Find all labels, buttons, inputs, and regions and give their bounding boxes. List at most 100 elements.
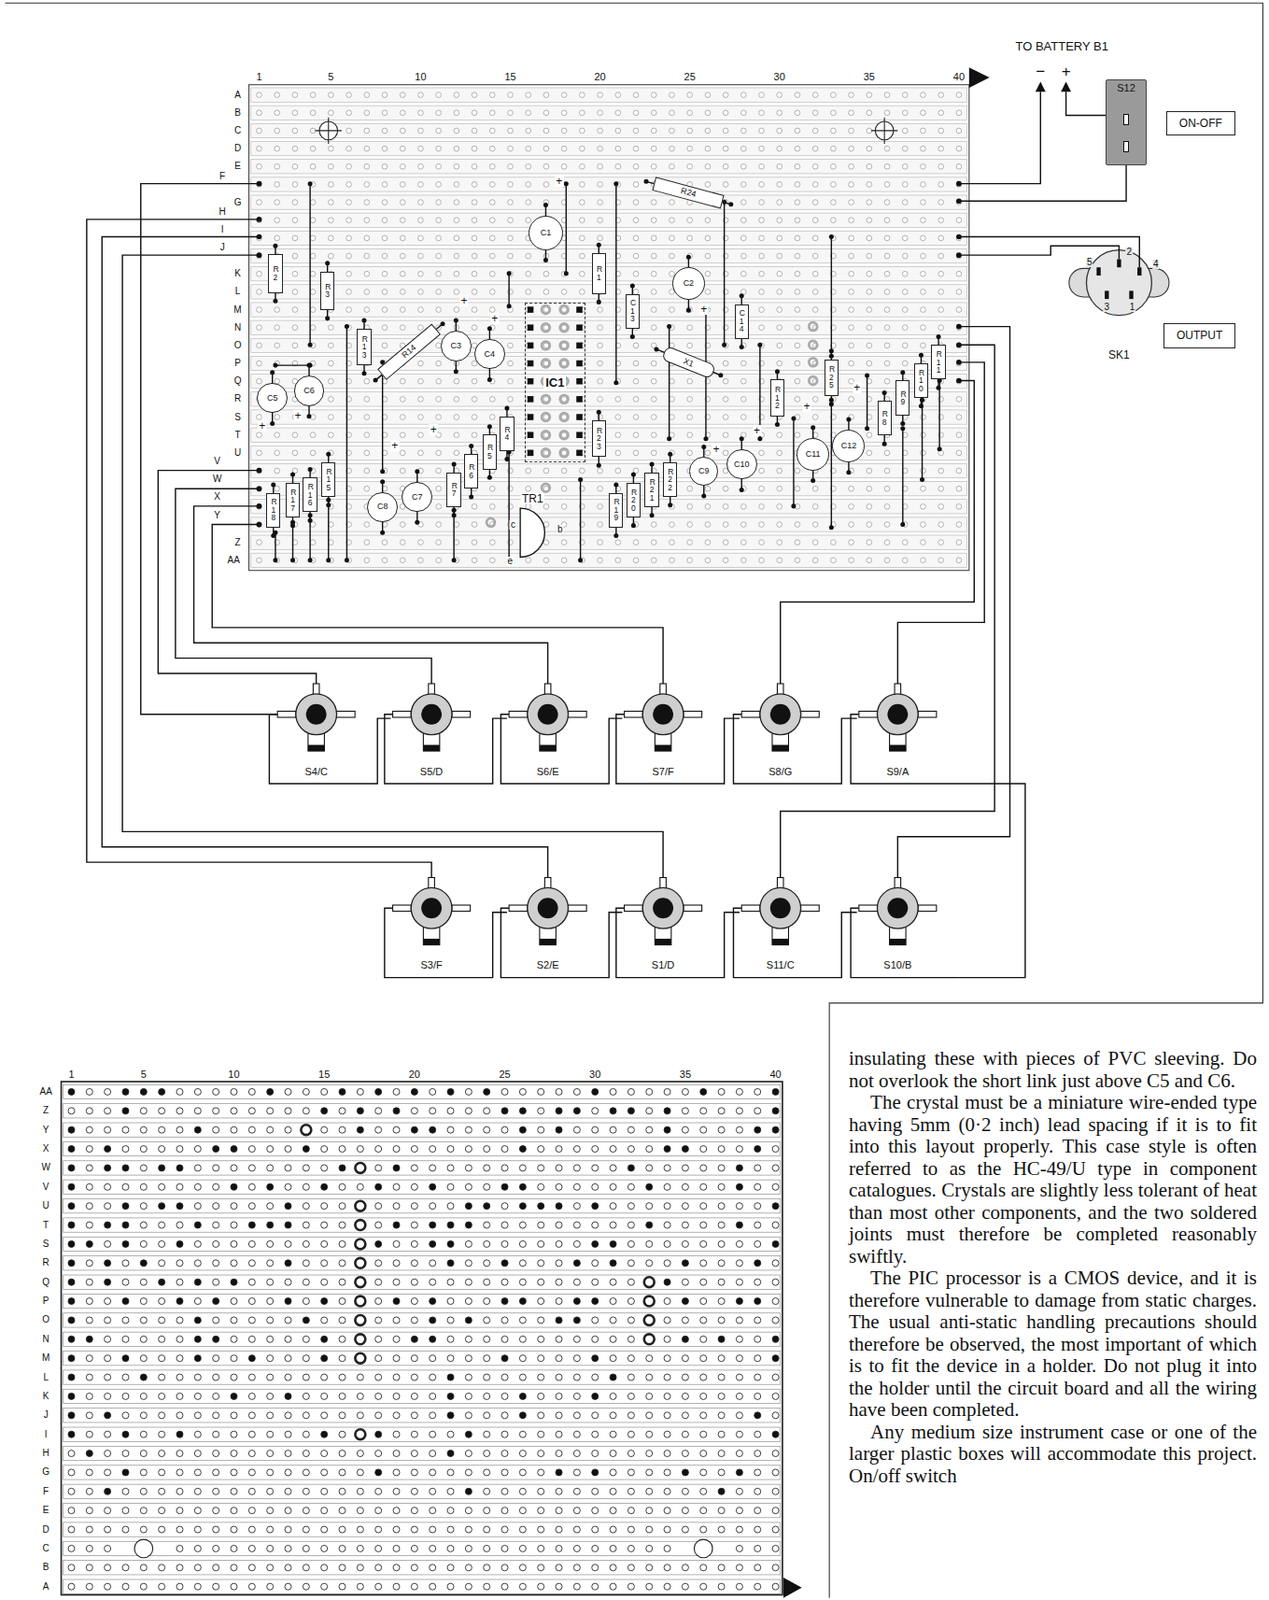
board-hole xyxy=(230,1183,238,1190)
board-hole xyxy=(754,1240,762,1247)
board-hole xyxy=(663,1202,671,1210)
solder-dot xyxy=(290,557,296,563)
board-hole xyxy=(453,270,460,277)
board-hole xyxy=(338,1145,346,1153)
board-hole xyxy=(597,127,604,134)
board-hole xyxy=(938,324,945,331)
board-hole xyxy=(772,1202,779,1210)
copper-strip xyxy=(63,1408,781,1423)
socket-pin xyxy=(1116,259,1121,268)
solder-dot xyxy=(325,502,331,508)
board-hole xyxy=(68,1240,75,1247)
board-hole xyxy=(735,1278,743,1285)
board-hole xyxy=(573,1183,580,1190)
board-hole xyxy=(274,467,281,474)
board-hole xyxy=(794,360,801,367)
solder-dot xyxy=(613,380,619,385)
board-hole xyxy=(831,557,837,564)
board-hole xyxy=(453,253,460,259)
board-hole xyxy=(256,145,263,152)
board-hole xyxy=(561,414,567,421)
ic-pin xyxy=(527,450,535,457)
switch-tag xyxy=(801,710,820,718)
copper-strip xyxy=(251,463,968,478)
board-hole xyxy=(794,539,801,546)
board-hole xyxy=(399,432,406,438)
board-hole xyxy=(346,289,353,296)
copper-strip xyxy=(63,1179,781,1194)
board-hole xyxy=(772,1087,779,1095)
board-hole xyxy=(573,1259,580,1267)
solder-dot xyxy=(703,436,708,441)
board-hole xyxy=(176,1087,184,1095)
board-hole xyxy=(375,1164,382,1171)
board-hole xyxy=(884,539,890,546)
board-hole xyxy=(122,1240,129,1247)
board-hole xyxy=(938,307,945,313)
solder-dot xyxy=(956,359,962,366)
board-hole xyxy=(555,1126,563,1133)
wire-link xyxy=(375,324,443,381)
board-hole xyxy=(831,199,837,206)
board-hole xyxy=(429,1087,437,1095)
board-hole xyxy=(381,199,388,206)
arrow-head xyxy=(1060,81,1072,92)
board-hole xyxy=(663,1240,671,1247)
board-hole xyxy=(381,110,388,116)
board-hole xyxy=(754,1183,762,1190)
board-hole xyxy=(866,521,873,528)
board-hole xyxy=(140,1202,147,1210)
board-hole xyxy=(140,1183,147,1190)
board-hole xyxy=(609,1164,617,1171)
board-hole xyxy=(447,1107,454,1114)
copper-strip xyxy=(251,302,968,317)
solder-dot xyxy=(487,475,493,480)
board-hole xyxy=(364,127,370,134)
board-hole xyxy=(267,1126,274,1133)
switch-tag xyxy=(393,904,412,912)
board-hole xyxy=(501,1107,508,1114)
board-hole xyxy=(302,1183,310,1190)
board-hole xyxy=(489,503,495,509)
board-hole xyxy=(507,396,514,403)
board-hole xyxy=(794,92,801,99)
board-hole xyxy=(176,1126,184,1133)
board-hole xyxy=(489,307,495,313)
board-hole xyxy=(356,1107,364,1114)
board-hole xyxy=(597,503,604,509)
board-hole xyxy=(718,1107,725,1114)
board-hole xyxy=(194,1145,201,1153)
board-hole xyxy=(633,360,639,367)
hookup-wires xyxy=(86,91,1140,877)
board-hole xyxy=(687,396,693,403)
board-hole xyxy=(381,145,388,152)
board-hole xyxy=(436,145,442,152)
board-hole xyxy=(302,1145,310,1153)
board-hole xyxy=(615,467,621,474)
board-hole xyxy=(754,1087,762,1095)
socket-ring xyxy=(560,359,569,368)
board-hole xyxy=(627,1126,635,1133)
board-hole xyxy=(354,1276,366,1287)
board-hole xyxy=(256,521,263,528)
board-hole xyxy=(507,163,514,170)
socket-ring xyxy=(560,323,569,332)
ic-pin xyxy=(576,413,583,421)
copper-strip xyxy=(63,1560,781,1575)
board-hole xyxy=(364,414,370,421)
board-hole xyxy=(735,1259,743,1267)
stripboard-top xyxy=(249,67,990,571)
board-hole xyxy=(354,1296,366,1307)
board-hole xyxy=(938,110,945,116)
board-hole xyxy=(256,270,263,277)
board-hole xyxy=(248,1107,255,1114)
board-hole xyxy=(525,270,532,277)
board-hole xyxy=(346,199,353,206)
board-hole xyxy=(812,503,818,509)
board-hole xyxy=(375,1240,382,1247)
board-hole xyxy=(436,396,442,403)
solder-dot xyxy=(739,293,745,298)
board-hole xyxy=(938,199,945,206)
switch-spindle xyxy=(537,704,559,725)
board-hole xyxy=(140,1145,147,1153)
